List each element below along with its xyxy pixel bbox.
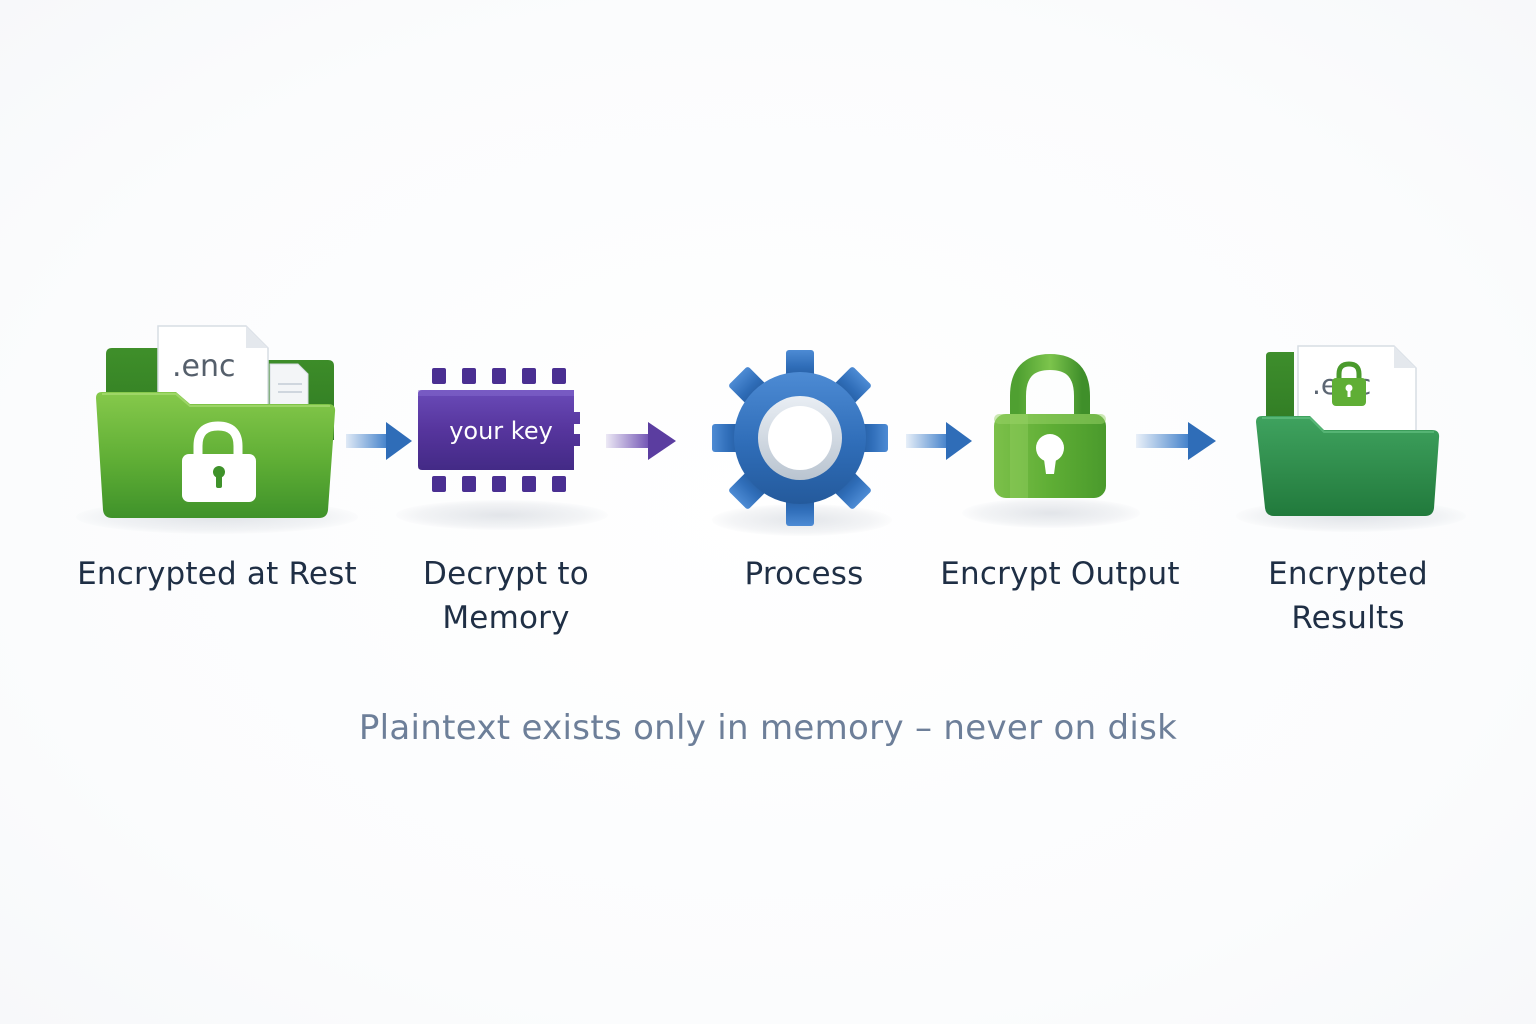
gear-icon — [712, 350, 888, 526]
step-label-process: Process — [744, 556, 864, 592]
flow-arrow-icon — [346, 422, 412, 460]
flow-arrow-icon — [906, 422, 972, 460]
file-extension-label: .enc — [172, 349, 236, 384]
caption: Plaintext exists only in memory – never … — [358, 708, 1178, 748]
step-label-decrypt-to-memory: Decrypt to Memory — [423, 556, 589, 636]
chip-key-label: your key — [449, 417, 553, 445]
locked-folder-icon: .enc — [96, 325, 336, 518]
flow-arrow-icon — [606, 422, 676, 460]
padlock-icon — [994, 353, 1106, 498]
results-folder-icon: .enc — [1256, 345, 1440, 516]
shadow — [396, 500, 608, 530]
step-label-encrypted-results: Encrypted Results — [1268, 556, 1428, 636]
step-label-encrypted-at-rest: Encrypted at Rest — [77, 556, 357, 592]
shadow — [962, 498, 1140, 528]
memory-chip-icon: your key — [418, 368, 580, 492]
flow-arrow-icon — [1136, 422, 1216, 460]
step-label-encrypt-output: Encrypt Output — [940, 556, 1180, 592]
